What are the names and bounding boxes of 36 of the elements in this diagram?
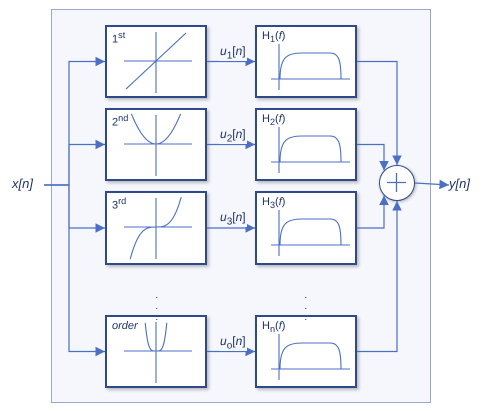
nonlinearity-block [105, 108, 207, 181]
block-label: H$_{1}$(f) [262, 31, 286, 44]
signal-label: y[n] [449, 177, 470, 190]
filter-block [255, 191, 357, 265]
edge-label: u$_{2}$[n] [219, 128, 247, 144]
block-label: 3$^{rd}$ [112, 197, 126, 212]
summing-junction [379, 165, 415, 201]
block-label: H$_{n}$(f) [262, 321, 286, 334]
block-label: 2$^{nd}$ [112, 114, 128, 129]
block-label: H$_{2}$(f) [262, 114, 286, 128]
arrow [207, 56, 255, 66]
filter-block [255, 315, 357, 388]
block-label: order [112, 321, 138, 332]
arrow [357, 60, 402, 165]
arrow [207, 223, 255, 233]
arrow [207, 346, 255, 356]
arrow [357, 195, 389, 229]
nonlinearity-block [105, 315, 207, 388]
filter-block [255, 108, 357, 181]
block-label: H$_{3}$(f) [262, 197, 286, 210]
edge-label: u$_{1}$[n] [219, 44, 247, 61]
block-label: 1$^{st}$ [112, 31, 126, 46]
edge-label: u$_{3}$[n] [219, 211, 247, 228]
panel-background [51, 9, 431, 403]
nonlinearity-block [105, 25, 207, 98]
edge-label: u$_{o}$[n] [219, 334, 247, 351]
arrow [357, 201, 402, 352]
arrow [357, 144, 389, 171]
arrow [207, 140, 255, 150]
signal-label: x[n] [12, 177, 33, 190]
filter-block [255, 25, 357, 98]
nonlinearity-block [105, 191, 207, 265]
ellipsis-label: . . . [303, 290, 308, 323]
arrow [414, 180, 450, 190]
ellipsis-label: . . . [154, 290, 160, 323]
arrow [44, 184, 105, 356]
